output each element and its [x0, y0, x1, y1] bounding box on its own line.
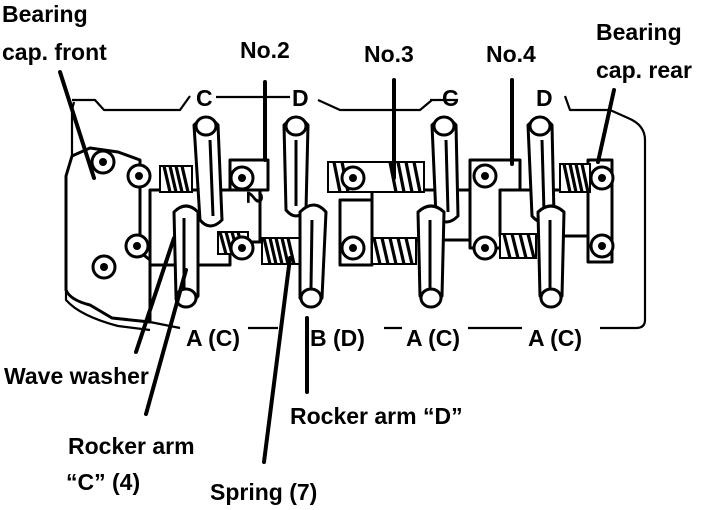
callout-pointers — [58, 70, 616, 464]
rocker-arm-lower-3 — [416, 204, 446, 309]
bolt — [340, 235, 366, 261]
label-rocker-arm-c-line2: “C” (4) — [66, 469, 140, 495]
bolt — [340, 165, 366, 191]
label-rocker-arm-c-line1: Rocker arm — [68, 433, 195, 459]
label-rocker-arm-d: Rocker arm “D” — [290, 403, 463, 429]
label-bearing-cap-front-line1: Bearing — [2, 1, 88, 27]
bolt — [229, 165, 255, 191]
top-arrangement-lines — [216, 95, 458, 102]
label-top-c-1: C — [196, 85, 213, 111]
label-bottom-a-c-2: A (C) — [406, 325, 460, 351]
label-top-c-2: C — [442, 85, 459, 111]
rocker-arm-upper-1 — [192, 115, 224, 228]
pointer-bearing-cap-front — [58, 70, 96, 180]
bolt — [126, 163, 152, 189]
shaft-springs — [159, 161, 591, 265]
bottom-arrangement-lines — [149, 320, 522, 330]
diagram-labels: Bearing cap. front No.2 No.3 No.4 Bearin… — [2, 1, 692, 505]
rocker-arm-lower-4 — [536, 204, 566, 309]
shaft-housing-outline — [64, 95, 647, 332]
rocker-arm-lower-2 — [298, 203, 328, 309]
label-no2: No.2 — [240, 37, 290, 63]
label-top-d-2: D — [536, 85, 553, 111]
rocker-arm-upper-4 — [526, 115, 556, 224]
label-wave-washer: Wave washer — [4, 363, 149, 389]
spring-6 — [499, 233, 537, 259]
bolt — [91, 254, 117, 280]
bolt — [589, 233, 615, 259]
pointer-bearing-cap-rear — [596, 88, 616, 164]
cap-bolts — [90, 149, 615, 280]
pointer-rocker-arm-c — [144, 268, 188, 416]
label-bearing-cap-rear-line2: cap. rear — [596, 57, 692, 83]
bolt — [589, 165, 615, 191]
label-spring: Spring (7) — [210, 479, 317, 505]
bolt — [472, 235, 498, 261]
pointer-spring — [262, 256, 292, 464]
spring-7 — [559, 163, 591, 193]
rocker-arm-upper-2 — [282, 115, 310, 218]
rocker-arm-lower-1 — [172, 204, 200, 309]
spring-1 — [159, 165, 193, 193]
spring-5 — [371, 237, 417, 265]
cap-mark: 2 — [242, 191, 268, 204]
label-bottom-a-c-1: A (C) — [186, 325, 240, 351]
bolt — [124, 233, 150, 259]
spring-3 — [261, 237, 301, 265]
bolt — [90, 149, 116, 175]
label-bearing-cap-rear-line1: Bearing — [596, 19, 682, 45]
bolt — [472, 163, 498, 189]
label-top-d-1: D — [292, 85, 309, 111]
label-no3: No.3 — [364, 41, 414, 67]
rocker-arms — [172, 115, 566, 309]
label-bottom-b-d: B (D) — [310, 325, 365, 351]
label-bottom-a-c-3: A (C) — [528, 325, 582, 351]
pointer-wave-washer — [134, 236, 176, 354]
label-bearing-cap-front-line2: cap. front — [2, 39, 107, 65]
label-no4: No.4 — [486, 41, 536, 67]
bolt — [229, 235, 255, 261]
